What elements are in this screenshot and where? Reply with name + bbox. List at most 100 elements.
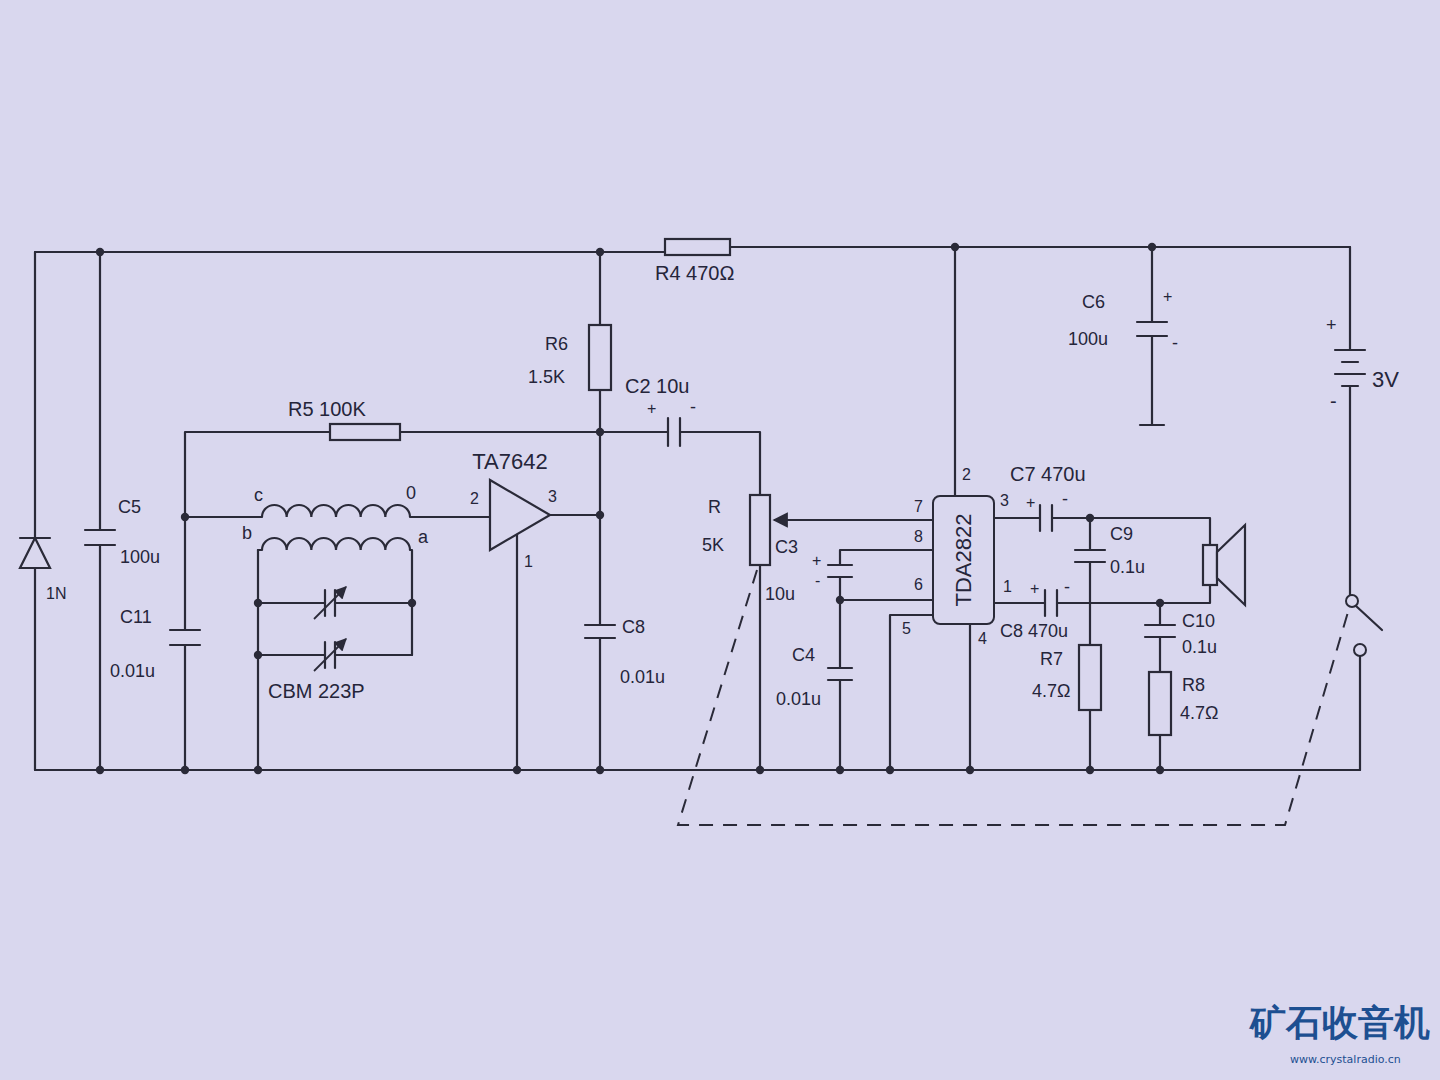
capacitor-plate	[585, 624, 615, 626]
part-label: -	[815, 572, 820, 590]
wire	[1057, 585, 1210, 603]
capacitor-plate	[324, 642, 326, 668]
part-label: 100u	[120, 548, 160, 568]
wire	[1159, 637, 1161, 672]
part-label: 3	[1000, 492, 1009, 510]
part-label: 1.5K	[528, 368, 565, 388]
junction-dot	[181, 513, 189, 521]
junction-dot	[596, 248, 604, 256]
part-label: R	[708, 498, 721, 518]
resistor-symbol	[1079, 645, 1101, 710]
speaker-symbol	[1217, 525, 1245, 605]
coil-symbol	[262, 505, 410, 517]
capacitor-plate	[1145, 624, 1175, 626]
ic-box: TDA2822	[932, 495, 995, 625]
part-label: C8 470u	[1000, 622, 1068, 642]
wire	[34, 252, 36, 770]
part-label: -	[1062, 490, 1068, 510]
junction-dot	[1148, 243, 1156, 251]
battery-symbol	[1342, 361, 1358, 363]
wire	[1151, 247, 1153, 322]
part-label: C4	[792, 646, 815, 666]
capacitor-plate	[667, 418, 669, 446]
part-label: -	[1330, 390, 1337, 412]
mechanical-link	[678, 570, 1348, 825]
wire	[840, 550, 932, 565]
diode-symbol	[20, 537, 50, 539]
part-label: C8	[622, 618, 645, 638]
variable-arrow	[314, 639, 346, 671]
part-label: 5K	[702, 536, 724, 556]
wire	[1359, 656, 1361, 770]
wire	[890, 615, 932, 770]
junction-dot	[181, 766, 189, 774]
chip-name: TDA2822	[951, 514, 975, 607]
resistor-symbol	[589, 325, 611, 390]
switch-contact	[1354, 644, 1366, 656]
wire	[600, 431, 668, 433]
part-label: +	[1163, 288, 1172, 306]
part-label: 0.1u	[1110, 558, 1145, 578]
diode-symbol	[20, 538, 50, 568]
wiper-arrow	[774, 519, 932, 521]
wire	[516, 534, 518, 770]
supply-rail	[35, 251, 665, 253]
speaker-symbol	[1203, 545, 1217, 585]
junction-dot	[966, 766, 974, 774]
coil-symbol	[262, 538, 410, 550]
wire	[840, 599, 932, 601]
part-label: 1N	[46, 585, 66, 603]
wire	[599, 252, 601, 325]
junction-dot	[408, 599, 416, 607]
part-label: 3	[548, 488, 557, 506]
capacitor-plate	[1075, 549, 1105, 551]
junction-dot	[1086, 766, 1094, 774]
part-label: +	[1026, 494, 1035, 512]
part-label: 2	[470, 490, 479, 508]
junction-dot	[836, 596, 844, 604]
capacitor-plate	[828, 564, 852, 566]
wire	[99, 545, 101, 770]
wire	[839, 680, 841, 770]
part-label: 3V	[1372, 368, 1399, 392]
wire	[1349, 247, 1351, 350]
supply-rail	[730, 246, 1350, 248]
wire	[599, 390, 601, 625]
wire	[258, 602, 325, 604]
variable-arrow	[314, 587, 346, 619]
wire	[995, 517, 1040, 519]
capacitor-plate	[324, 590, 326, 616]
junction-dot	[756, 766, 764, 774]
wire	[550, 514, 600, 516]
part-label: 100u	[1068, 330, 1108, 350]
part-label: +	[647, 400, 656, 418]
wire	[969, 625, 971, 770]
part-label: a	[418, 528, 428, 548]
wire	[335, 602, 412, 604]
wire	[335, 654, 412, 656]
wire	[185, 516, 262, 518]
part-label: 4	[978, 630, 987, 648]
junction-dot	[596, 428, 604, 436]
junction-dot	[886, 766, 894, 774]
wire	[99, 252, 101, 530]
capacitor-plate	[85, 529, 115, 531]
wire	[759, 565, 761, 770]
wire	[1151, 336, 1153, 425]
part-label: 1	[1003, 578, 1012, 596]
part-label: +	[1326, 316, 1337, 336]
junction-dot	[1156, 599, 1164, 607]
part-label: b	[242, 524, 252, 544]
part-label: 4.7Ω	[1032, 682, 1070, 702]
part-label: 6	[914, 576, 923, 594]
wire	[599, 638, 601, 770]
part-label: R8	[1182, 676, 1205, 696]
part-label: CBM 223P	[268, 680, 365, 702]
part-label: R7	[1040, 650, 1063, 670]
capacitor-plate	[170, 629, 200, 631]
wire	[954, 247, 956, 495]
part-label: -	[1172, 334, 1178, 354]
capacitor-plate	[1044, 590, 1046, 616]
